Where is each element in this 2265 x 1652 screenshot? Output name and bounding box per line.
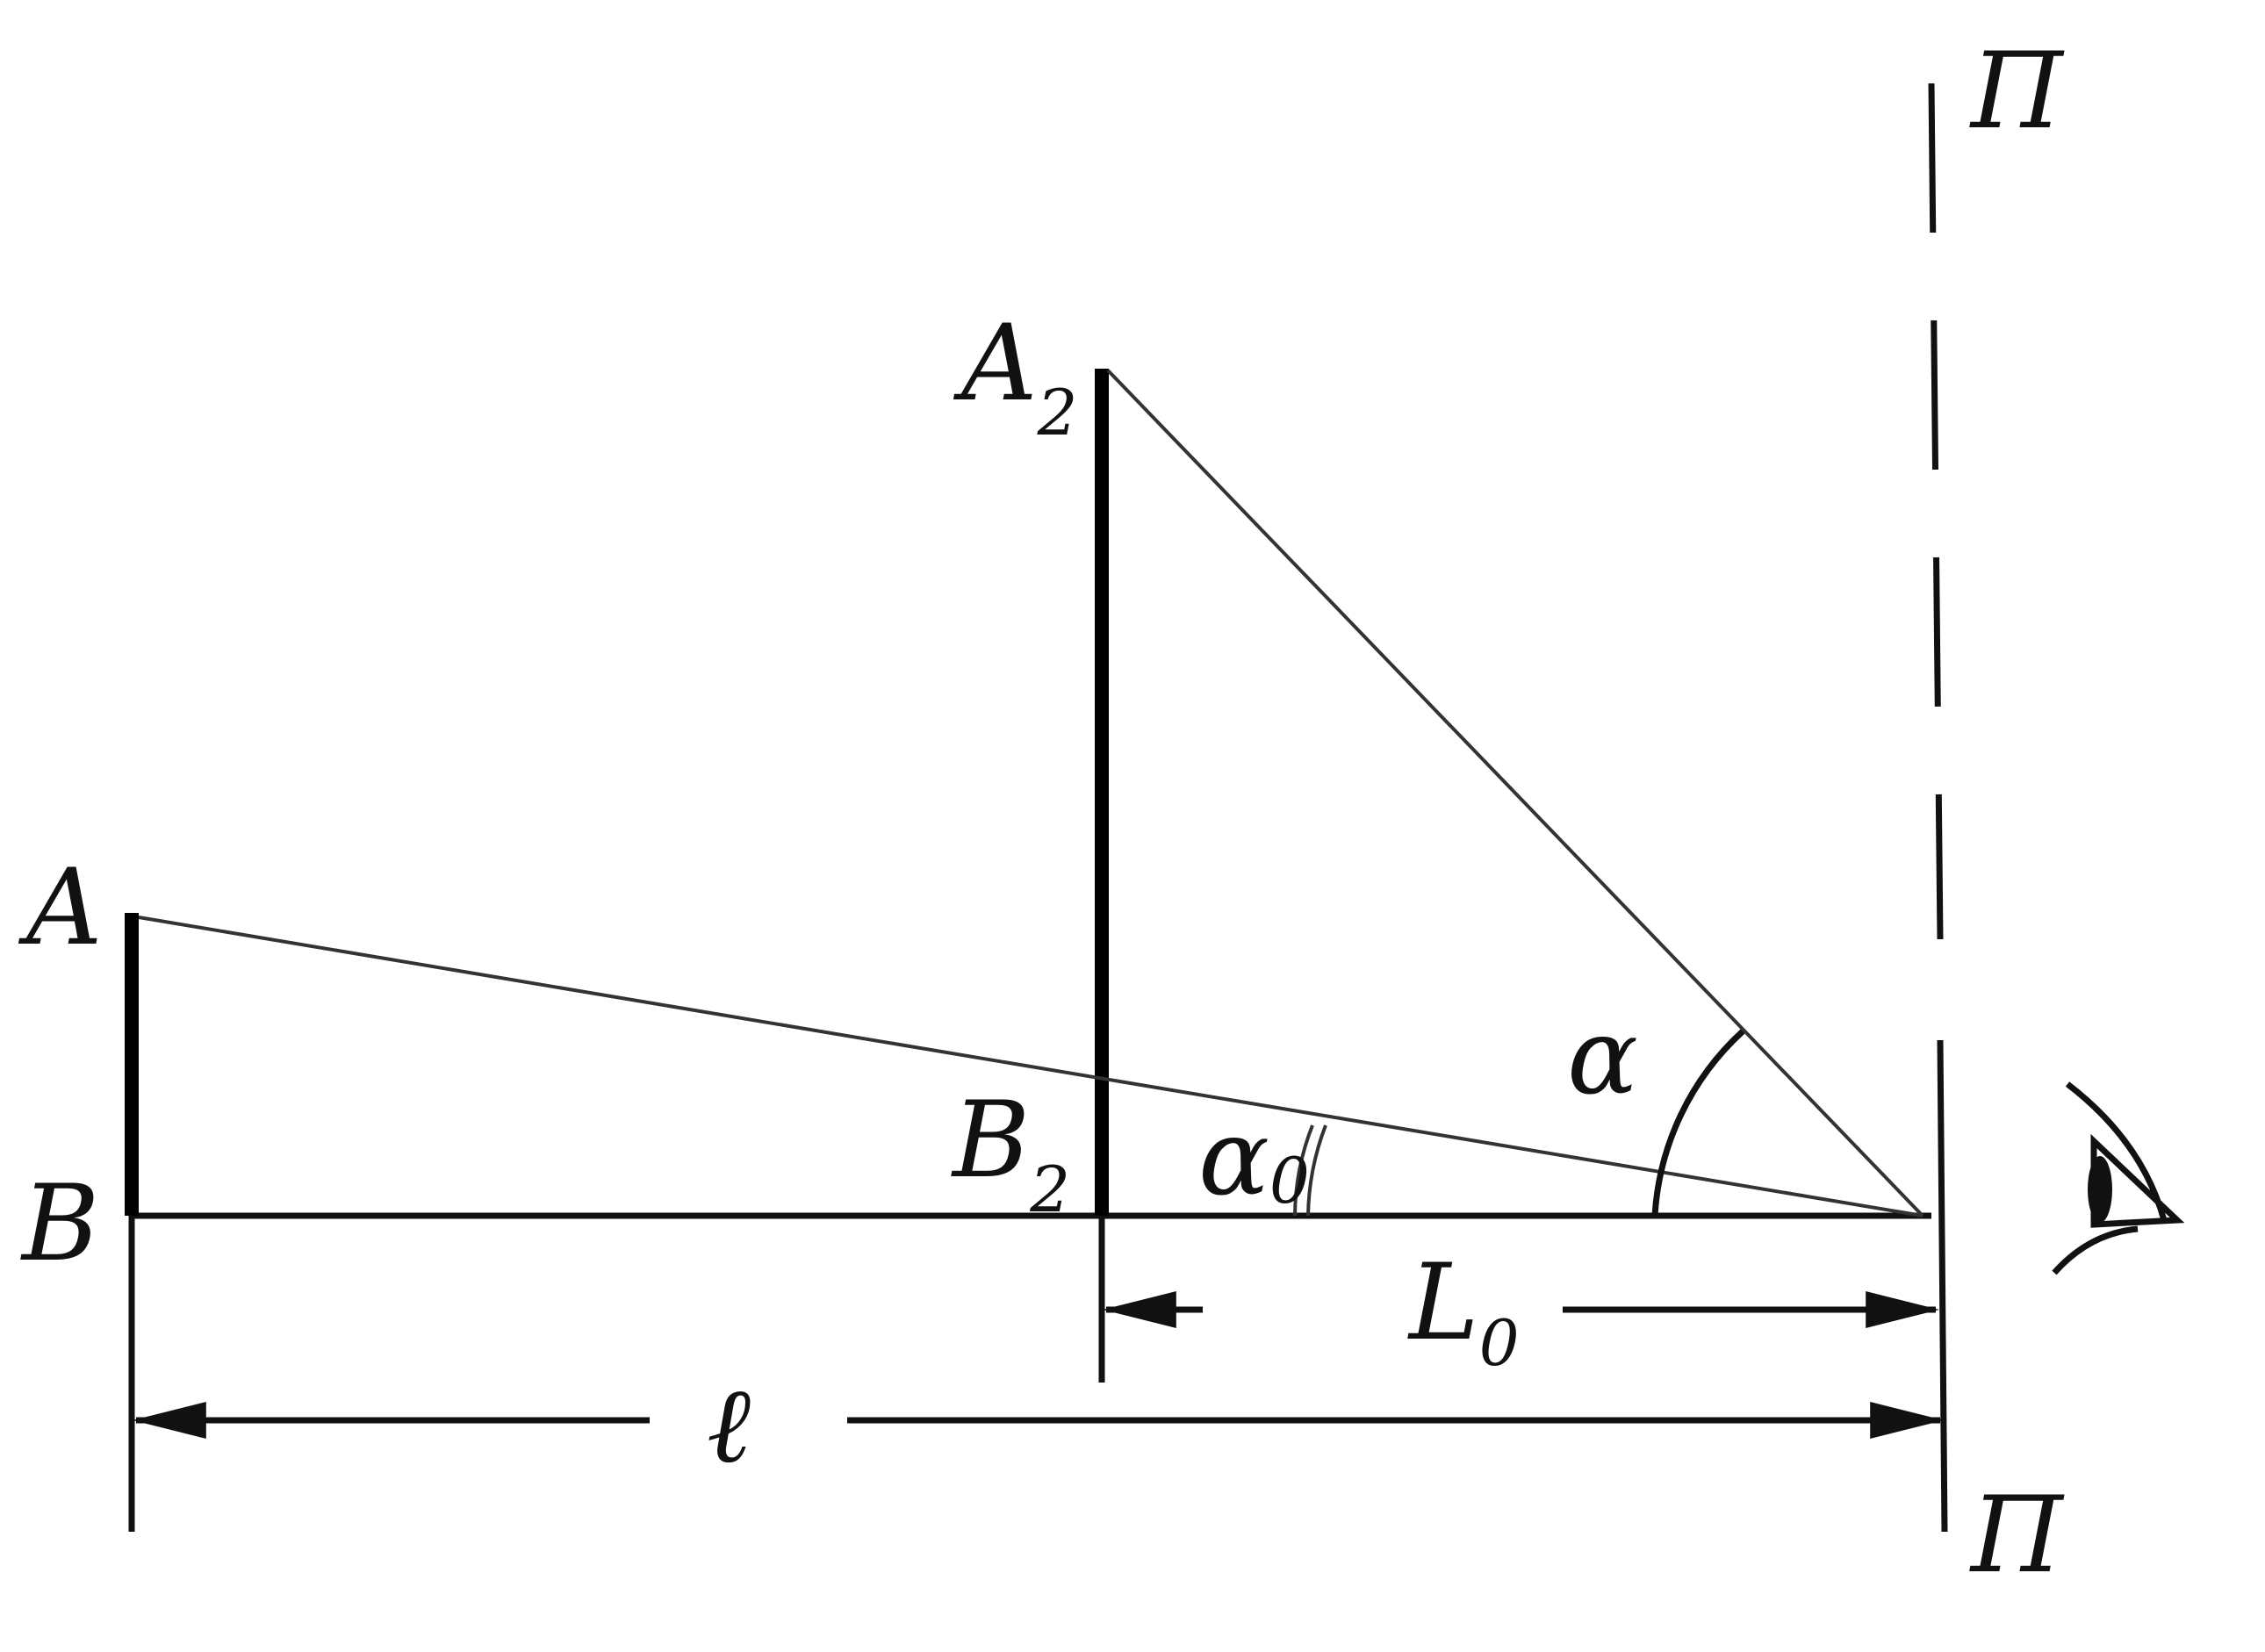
plane-P-dashed (1928, 83, 1944, 940)
ray-A2-to-eye (1106, 369, 1924, 1217)
ray-A-to-eye (138, 916, 1923, 1217)
label-L0-main: L (1407, 1242, 1479, 1364)
angle-alpha-arc (1651, 1029, 1745, 1217)
label-L0: L0 (1407, 1242, 1520, 1380)
label-L0-sub: 0 (1479, 1306, 1520, 1380)
label-B2-main: B (951, 1080, 1030, 1202)
label-B2-sub: 2 (1029, 1153, 1070, 1226)
label-alpha0-main: α (1198, 1097, 1269, 1219)
label-alpha0: α0 (1198, 1097, 1310, 1219)
label-A2-main: A (953, 303, 1038, 425)
label-P-top: П (1969, 31, 2065, 153)
label-alpha: α (1567, 996, 1638, 1118)
label-P-bottom: П (1969, 1475, 2065, 1597)
label-A: A (18, 847, 103, 969)
label-l: ℓ (707, 1365, 751, 1487)
label-B2: B2 (951, 1080, 1070, 1226)
label-B: B (20, 1163, 99, 1285)
label-A2-sub: 2 (1037, 376, 1078, 449)
label-alpha0-sub: 0 (1269, 1144, 1310, 1217)
plane-P-solid (1937, 1039, 1948, 1533)
angle-alpha0-arc-outer (1306, 1124, 1327, 1217)
label-A2: A2 (953, 303, 1077, 449)
eye-icon (2052, 1081, 2185, 1275)
angle-alpha0-arc-inner (1293, 1124, 1314, 1217)
